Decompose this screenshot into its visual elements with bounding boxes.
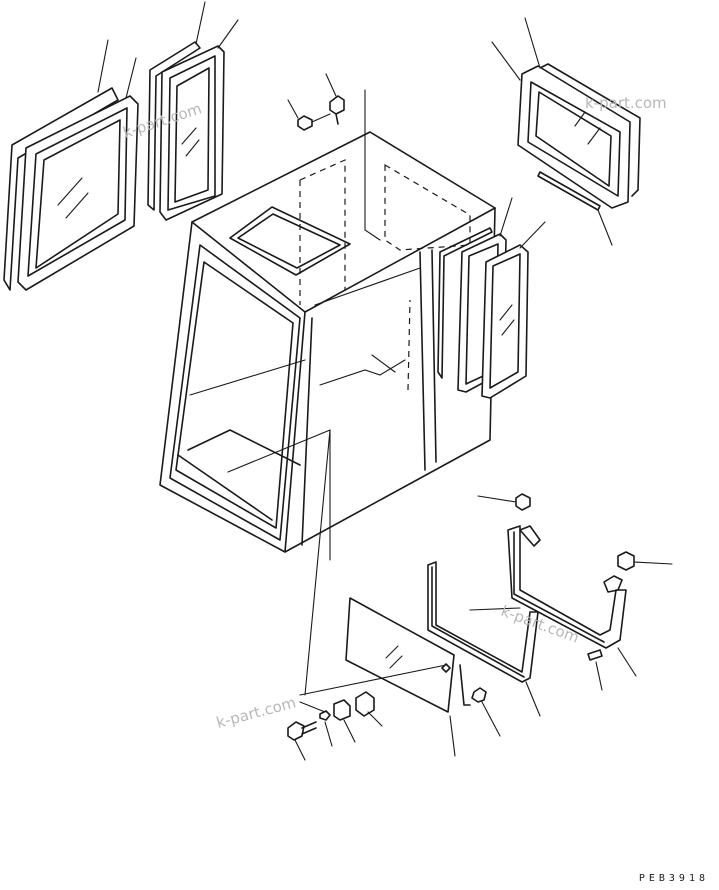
rear-window	[491, 17, 641, 246]
lower-glass-panel	[299, 597, 471, 757]
window-frame-channel	[469, 525, 637, 677]
clip-parts-top	[287, 73, 345, 131]
fastener-set	[287, 429, 501, 761]
drawing-code: PEB3918	[638, 873, 709, 884]
watermark-4: k-part.com	[214, 693, 298, 732]
left-rear-window	[147, 1, 239, 221]
right-side-window	[437, 197, 546, 399]
left-side-window	[3, 39, 139, 291]
clip-parts-bottom	[477, 493, 673, 691]
watermark-2: k-part.com	[585, 94, 667, 112]
cab-frame	[159, 89, 496, 561]
seal-strip	[427, 561, 541, 717]
